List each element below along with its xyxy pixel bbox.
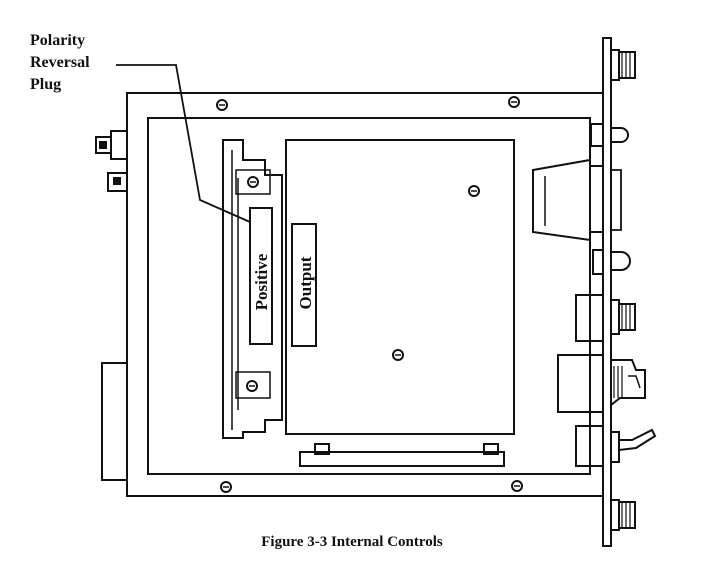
- chassis-screw-bottom-left: [220, 481, 232, 493]
- front-jack-top: [590, 123, 629, 147]
- edge-connector: [299, 443, 505, 467]
- chassis-screw-top-left: [216, 99, 228, 111]
- board-screw-top: [468, 185, 480, 197]
- polarity-reversal-plug: [249, 207, 273, 345]
- rear-terminal-bottom: [107, 172, 128, 192]
- bracket-screw-top: [247, 176, 259, 188]
- front-knob-middle: [575, 294, 636, 342]
- front-toggle-switch: [575, 425, 657, 467]
- figure-caption: Figure 3-3 Internal Controls: [261, 534, 443, 550]
- pc-board: [285, 139, 515, 435]
- chassis-screw-bottom-right: [511, 480, 523, 492]
- positive-label: Positive: [252, 253, 271, 311]
- chassis-screw-top-right: [508, 96, 520, 108]
- rear-terminal-top: [95, 130, 128, 160]
- front-knob-bottom: [610, 499, 636, 531]
- output-label: Output: [296, 256, 315, 310]
- callout-line-3: Plug: [30, 76, 62, 93]
- callout-line-1: Polarity: [30, 32, 86, 49]
- polarity-reversal-plug-callout: Polarity Reversal Plug: [30, 30, 90, 96]
- front-connector-d: [532, 158, 622, 242]
- output-socket: [291, 223, 317, 347]
- card-bracket: [222, 139, 283, 439]
- bracket-screw-bottom: [246, 380, 258, 392]
- front-panel: [602, 37, 612, 547]
- front-jack-middle: [592, 249, 631, 275]
- front-knob-top: [610, 49, 636, 81]
- callout-line-2: Reversal: [30, 54, 90, 71]
- front-switch-block: [557, 354, 646, 413]
- board-screw-bottom: [392, 349, 404, 361]
- callout-leader-line: [116, 64, 251, 223]
- rear-block: [101, 362, 128, 481]
